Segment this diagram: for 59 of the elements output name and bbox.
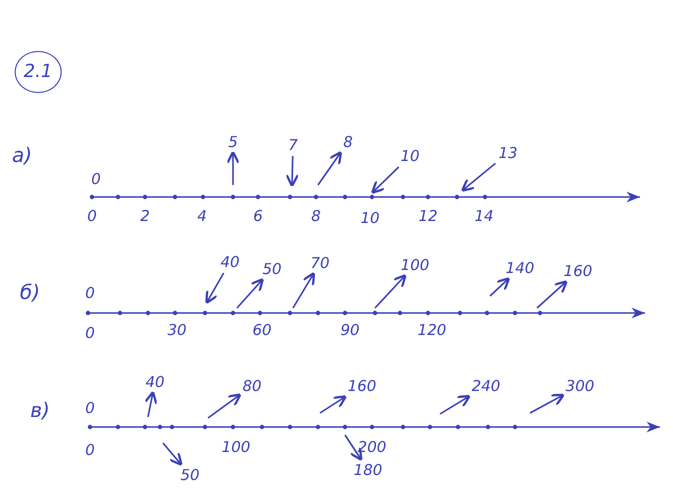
arrow (205, 272, 224, 304)
tick-label: 6 (253, 208, 263, 224)
arrow (144, 390, 158, 418)
arrow (374, 274, 407, 309)
number-label: 80 (242, 378, 262, 394)
tick-label: 0 (87, 208, 97, 224)
number-label: 300 (566, 378, 594, 394)
arrow (344, 434, 362, 462)
arrow (461, 162, 496, 192)
number-label: 13 (498, 145, 518, 161)
arrow (489, 277, 510, 297)
tick-label: 0 (85, 442, 95, 458)
arrow (286, 156, 299, 188)
number-label: 100 (400, 257, 430, 273)
tick-label: 10 (360, 210, 380, 226)
arrow (162, 442, 183, 466)
tick-label: 200 (358, 439, 386, 455)
tick-label: 90 (340, 322, 360, 338)
zero-label: 0 (91, 171, 101, 187)
tick-label: 8 (311, 208, 321, 224)
tick-label: 0 (85, 325, 95, 341)
number-label: 5 (228, 134, 238, 150)
part-label: б) (20, 284, 40, 300)
number-label: 40 (220, 254, 240, 270)
tick-label: 30 (167, 322, 187, 338)
tick-label: 120 (418, 322, 446, 338)
number-label: 160 (348, 378, 376, 394)
arrow (236, 278, 264, 309)
tick-label: 2 (140, 208, 150, 224)
number-label: 70 (310, 255, 330, 271)
tick-label: 12 (418, 208, 438, 224)
number-label: 160 (564, 263, 592, 279)
tick-label: 100 (222, 439, 250, 455)
number-label: 240 (472, 378, 500, 394)
number-label: 8 (343, 134, 353, 150)
part-label: в) (30, 402, 50, 418)
number-label: 50 (180, 467, 200, 483)
arrow (208, 393, 242, 419)
arrow (226, 150, 240, 185)
tick-label: 60 (252, 322, 272, 338)
arrow (440, 394, 471, 415)
tick-label: 4 (197, 208, 207, 224)
arrow (317, 150, 342, 186)
arrow (371, 166, 400, 194)
number-label: 10 (400, 148, 420, 164)
arrow (536, 280, 568, 309)
number-label: 140 (506, 260, 534, 276)
arrow (320, 395, 347, 414)
part-label: а) (12, 147, 32, 163)
arrow (292, 272, 316, 308)
zero-label: 0 (85, 285, 95, 301)
zero-label: 0 (85, 400, 95, 416)
number-label: 180 (354, 462, 382, 478)
number-label: 40 (145, 374, 165, 390)
tick-label: 14 (474, 208, 494, 224)
arrow (530, 394, 565, 414)
number-label: 7 (288, 137, 298, 153)
exercise-number: 2.1 (14, 51, 62, 93)
number-label: 50 (262, 261, 282, 277)
